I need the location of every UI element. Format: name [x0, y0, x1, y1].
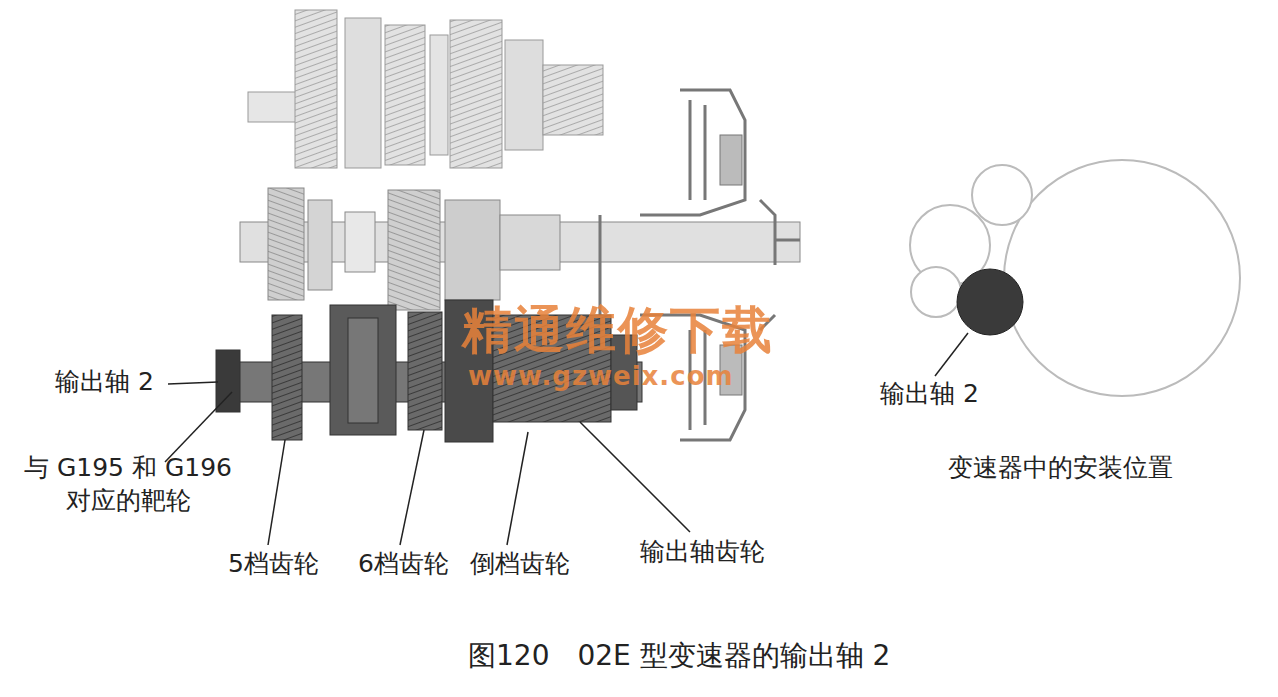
watermark: www.gzweix.com [468, 360, 734, 394]
part-label: 5档齿轮 [228, 548, 319, 581]
part-label: 6档齿轮 [358, 548, 449, 581]
figure-caption: 图120 02E 型变速器的输出轴 2 [468, 638, 890, 674]
part-label: 与 G195 和 G196 对应的靶轮 [14, 452, 242, 517]
part-label: 输出轴 2 [880, 378, 979, 411]
part-label: 输出轴齿轮 [640, 536, 765, 569]
part-label: 输出轴 2 [55, 366, 154, 399]
watermark: 精通维修下载 [462, 298, 774, 363]
part-label: 倒档齿轮 [470, 548, 570, 581]
view-label: 变速器中的安装位置 [948, 452, 1173, 485]
